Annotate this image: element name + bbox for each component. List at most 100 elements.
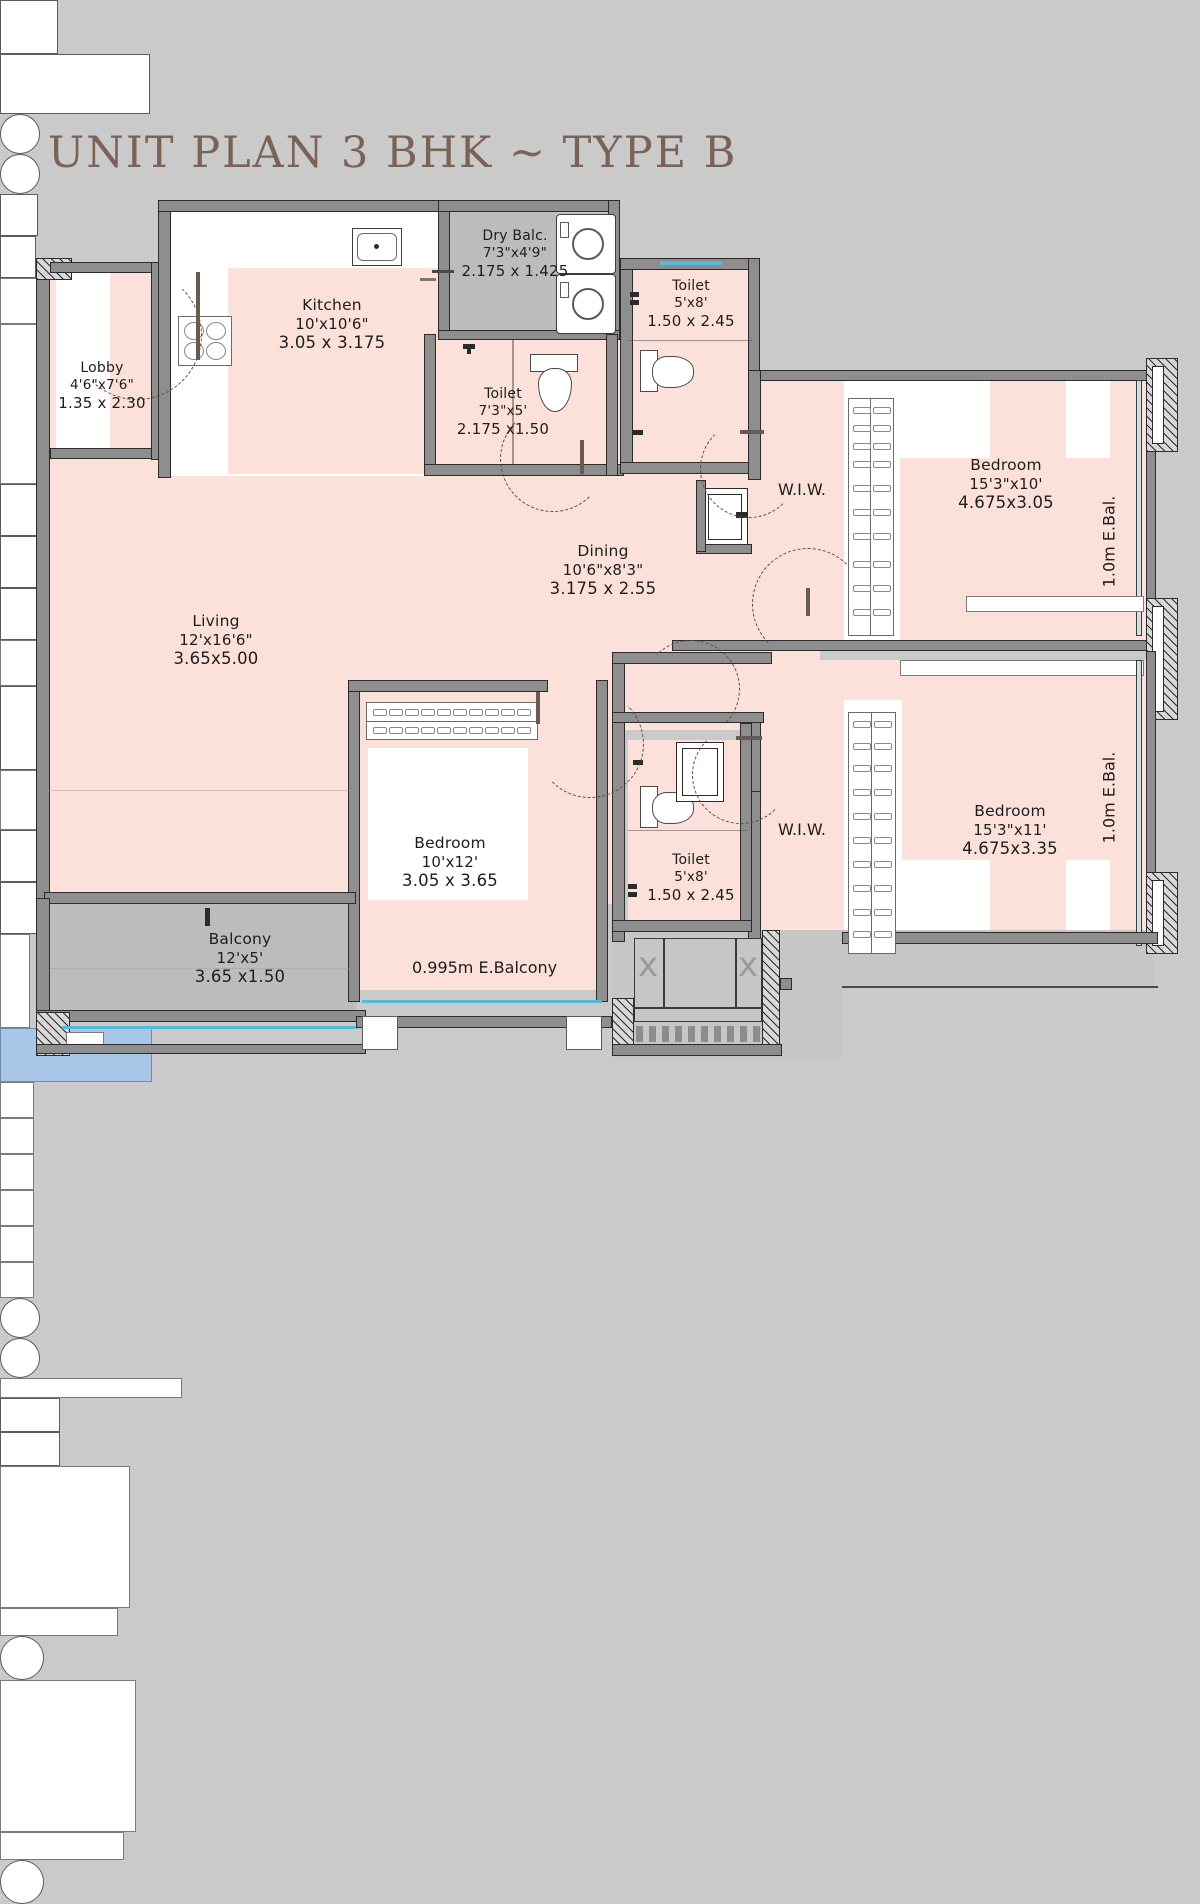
hanger [874,789,892,796]
door-swing-bed2 [642,640,740,738]
dining-chair-top-3 [0,1154,34,1190]
wall-ebalcony-bottom [356,1016,612,1028]
hanger [853,837,871,844]
hanger [853,443,871,450]
sink-drain [374,244,379,249]
dining-chair-top-2 [0,1118,34,1154]
toilet3-wall-tap [628,884,637,889]
kitchen-sink-basin [357,233,397,261]
shaft-x-right: x [738,945,759,985]
hanger [874,813,892,820]
hanger [389,727,403,734]
toilet2-shower-stem [467,344,471,354]
burner-2 [206,322,226,340]
balcony-deck-fill [44,904,356,1018]
room-label-toilet2: Toilet 7'3"x5' 2.175 x1.50 [456,386,550,438]
hanger [853,407,871,414]
tv-unit [0,934,30,1028]
label-e-balcony: 0.995m E.Balcony [412,958,558,977]
hanger [853,909,871,916]
hanger [853,533,871,540]
ledge-lower-wing [900,660,1144,676]
hanger [517,727,531,734]
bedroom3-bed [368,748,528,900]
wall-bottom-left-edge [36,1044,366,1054]
dining-chair-bottom-1 [0,1190,34,1226]
label-ebal-top: 1.0m E.Bal. [1099,495,1119,588]
wall-between-wings [672,640,1156,651]
duct-grille-teeth [636,1026,760,1042]
hanger [873,561,891,568]
hanger [453,709,467,716]
duct-grille-bar [634,1008,762,1022]
room-label-dry-balcony: Dry Balc. 7'3"x4'9" 2.175 x 1.425 [461,228,569,280]
kitchen-stool-2 [0,154,40,194]
door-swing-toilet1 [700,420,798,518]
hanger [501,727,515,734]
bed3-wardrobe [366,702,538,740]
hanger [373,709,387,716]
toilet1-wc [652,356,694,388]
hanger [873,461,891,468]
ledge-upper-wing [966,596,1144,612]
hanger [873,609,891,616]
bed3-pillow-1 [0,1398,60,1432]
wall-bed2-bottom [842,932,1158,944]
page-title: UNIT PLAN 3 BHK ~ TYPE B [48,128,738,178]
bedroom1-ebal-white [1066,378,1110,458]
wall-ebal-glass-lower [1136,660,1142,946]
washing-machine-bottom-drum [572,288,604,320]
hanger [853,509,871,516]
hanger [853,425,871,432]
bed1-pillow-strip [0,1608,118,1636]
hanger [517,709,531,716]
door-swing-toilet3 [692,726,790,824]
door-swing-toilet2 [500,406,606,512]
hanger [853,861,871,868]
wall-bed1-top [760,370,1158,381]
room-label-toilet3: Toilet 5'x8' 1.50 x 2.45 [647,852,735,904]
duct-shaft-mid [664,938,736,1008]
balcony-chair-2 [0,1338,40,1378]
hanger [853,561,871,568]
hanger [421,727,435,734]
hanger [853,765,871,772]
hanger [874,861,892,868]
guide-line-balcony [50,968,350,969]
wall-toilet2-right [606,334,618,476]
wall-kitchen-top [158,200,450,212]
bed1-wardrobe-rail [870,399,871,635]
wall-bottom-right-outer [780,978,792,990]
hanger [853,885,871,892]
kitchen-appliance [0,0,58,54]
hanger [405,709,419,716]
toilet1-washbasin [0,194,38,236]
room-label-living: Living 12'x16'6" 3.65x5.00 [173,612,259,669]
hanger [873,443,891,450]
door-leaf-lobby [196,272,200,360]
wall-ebal-glass-upper [1136,380,1142,636]
hanger [389,709,403,716]
ebalcony-post-right [566,1016,602,1050]
hanger [873,407,891,414]
hanger [437,709,451,716]
hanger [873,509,891,516]
balcony-railing-post [205,908,210,926]
hanger [874,931,892,938]
toilet3-wall-tap2 [628,892,637,897]
hanger [421,709,435,716]
kitchen-fill [228,268,446,474]
hanger [874,885,892,892]
ebalcony-post-left [362,1016,398,1050]
hanger [405,727,419,734]
hanger [874,743,892,750]
balcony-chair-1 [0,1298,40,1338]
duct-column-left [612,998,634,1056]
label-ebal-bottom: 1.0m E.Bal. [1099,751,1119,844]
toilet1-window [660,261,722,265]
hanger [873,585,891,592]
hanger [853,743,871,750]
balcony-railing-line [62,1026,358,1029]
hanger [485,709,499,716]
door-leaf-toilet3 [736,736,762,740]
